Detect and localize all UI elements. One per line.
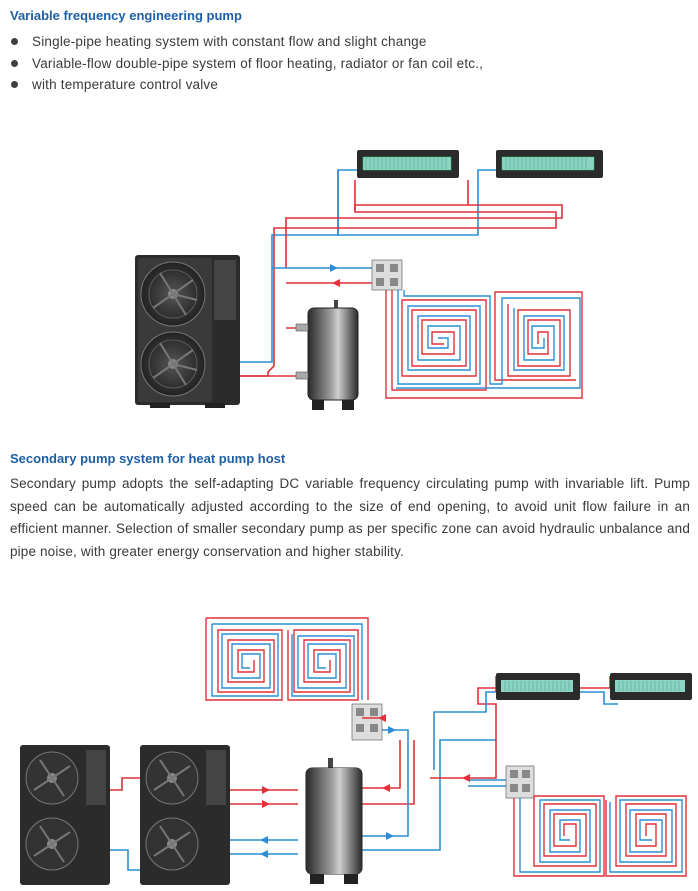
floor-heating-loop-icon xyxy=(513,795,687,877)
manifold-icon xyxy=(351,703,383,741)
buffer-tank-icon xyxy=(305,758,363,884)
manifold-icon xyxy=(371,259,403,291)
floor-heating-loop-icon xyxy=(205,617,369,701)
fan-coil-unit-icon xyxy=(610,673,692,700)
single-unit-system-diagram xyxy=(135,150,603,410)
heat-pump-unit-icon xyxy=(140,745,230,885)
description-paragraph: Secondary pump adopts the self-adapting … xyxy=(10,476,690,559)
list-item: with temperature control valve xyxy=(8,74,483,96)
fan-coil-unit-icon xyxy=(496,150,603,178)
buffer-tank-icon xyxy=(295,300,359,410)
heat-pump-unit-icon xyxy=(20,745,110,885)
fan-coil-unit-icon xyxy=(496,673,580,700)
manifold-icon xyxy=(505,765,535,799)
fan-coil-unit-icon xyxy=(357,150,459,178)
section-title-variable-frequency: Variable frequency engineering pump xyxy=(10,8,242,23)
section-title-secondary-pump: Secondary pump system for heat pump host xyxy=(10,451,286,466)
dual-unit-system-diagram xyxy=(20,617,692,885)
feature-list: Single-pipe heating system with constant… xyxy=(8,31,483,96)
floor-heating-loop-icon xyxy=(385,290,583,399)
list-item: Single-pipe heating system with constant… xyxy=(8,31,483,53)
list-item: Variable-flow double-pipe system of floo… xyxy=(8,53,483,75)
heat-pump-unit-icon xyxy=(135,255,240,408)
